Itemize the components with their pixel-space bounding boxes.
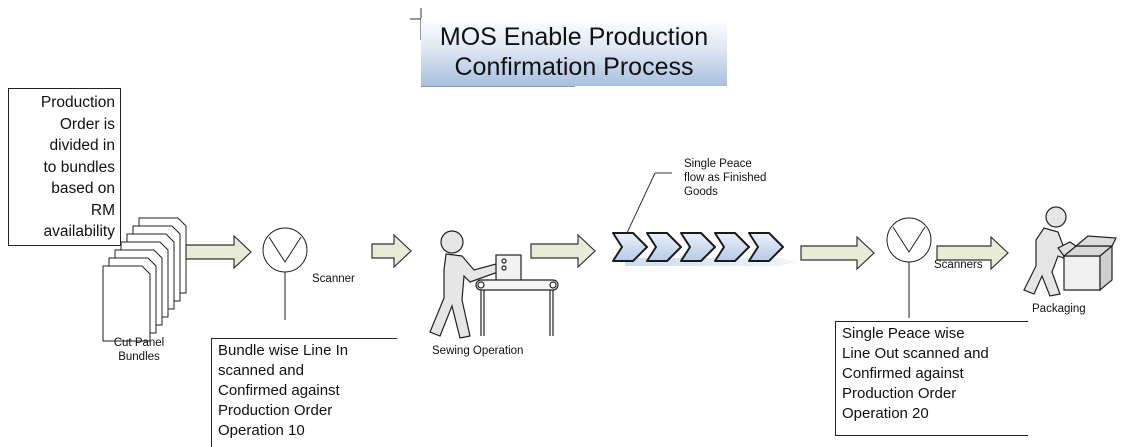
single-piece-label-line: flow as Finished <box>684 172 767 184</box>
note-line: to bundles <box>43 158 115 176</box>
flow-arrow-1 <box>185 234 252 270</box>
scanner-icon <box>262 227 308 320</box>
note-line: Line Out scanned and <box>842 345 989 362</box>
note-line: availability <box>43 223 115 240</box>
note-line: Single Peace wise <box>842 325 965 342</box>
note-line: Bundle wise Line In <box>218 342 349 359</box>
packaging-worker-icon <box>1023 206 1117 297</box>
diagram-title: MOS Enable Production Confirmation Proce… <box>421 18 727 86</box>
cut-panel-label-line: Cut Panel <box>113 337 165 349</box>
note-line: Production <box>40 94 115 111</box>
flow-arrow-2 <box>371 233 412 269</box>
line-out-note: Single Peace wise Line Out scanned and C… <box>835 321 1028 436</box>
note-line: Confirmed against <box>842 365 964 382</box>
production-order-note: Production Order is divided in to bundle… <box>8 88 121 246</box>
note-line: Operation 20 <box>842 405 929 422</box>
sewing-operation-label: Sewing Operation <box>432 345 524 357</box>
title-line-1: MOS Enable Production <box>439 23 709 51</box>
scanner-label: Scanner <box>312 273 355 285</box>
note-line: Operation 10 <box>218 422 305 439</box>
flow-arrow-5 <box>936 235 1009 271</box>
flow-arrow-4 <box>800 235 875 271</box>
line-in-note: Bundle wise Line In scanned and Confirme… <box>211 338 397 447</box>
scanners-label: Scanners <box>934 259 983 271</box>
single-piece-label-line: Single Peace <box>684 158 752 170</box>
note-line: Order is <box>59 115 115 133</box>
packaging-label: Packaging <box>1032 303 1086 315</box>
note-line: divided in <box>49 137 116 154</box>
single-piece-flow-label: Single Peace flow as Finished Goods <box>684 157 814 199</box>
title-line-2: Confirmation Process <box>454 53 694 81</box>
note-line: RM <box>90 201 115 219</box>
note-line: Confirmed against <box>218 382 340 399</box>
note-line: Production Order <box>842 385 957 402</box>
note-line: Production Order <box>218 402 333 419</box>
note-line: scanned and <box>218 362 304 379</box>
single-piece-label-line: Goods <box>684 186 718 198</box>
flow-arrow-3 <box>530 233 596 269</box>
cut-panel-label-line: Bundles <box>118 351 160 363</box>
sewing-operator-icon <box>429 230 559 339</box>
scanner-icon-2 <box>886 217 932 318</box>
single-piece-flow-chevrons <box>612 172 796 266</box>
cut-panel-label: Cut Panel Bundles <box>104 336 174 364</box>
note-line: based on <box>51 180 115 197</box>
